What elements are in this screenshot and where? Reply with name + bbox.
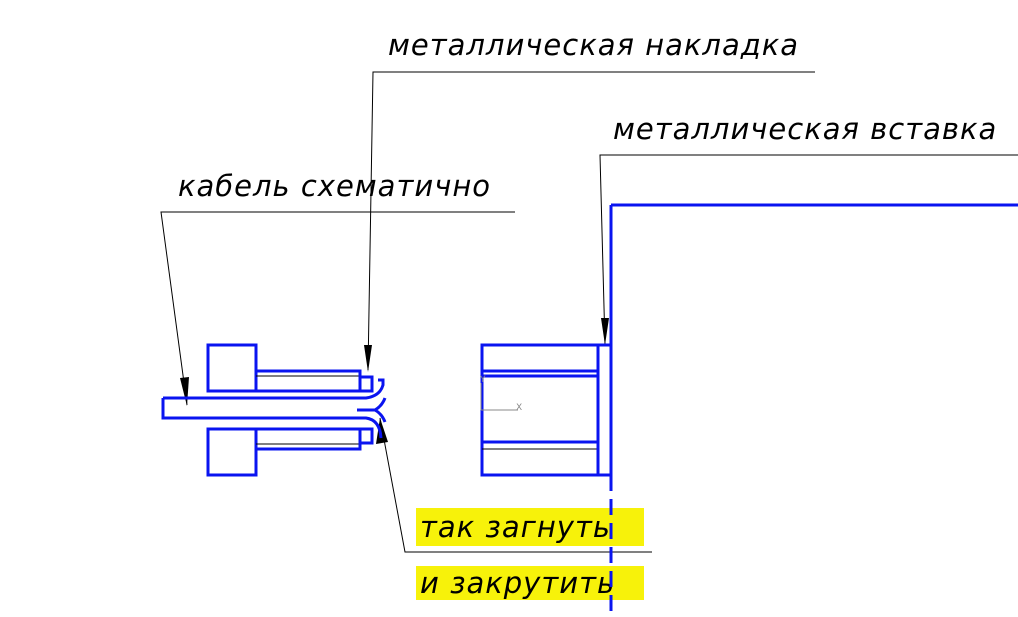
metal-overlay-top: [358, 375, 374, 393]
leader-cable: [160, 211, 515, 406]
nut-top: [206, 343, 258, 393]
cable-gland-assembly: [161, 343, 387, 477]
insert-top: [480, 343, 600, 373]
label-cable: кабель схематично: [178, 169, 491, 203]
highlight-bend: [416, 508, 644, 546]
label-twist: и закрутить: [420, 566, 615, 600]
cable-core-wedge: [357, 397, 387, 423]
sleeve-top: [254, 369, 362, 393]
svg-text:Y: Y: [479, 375, 486, 385]
label-metal-insert: металлическая вставка: [613, 112, 997, 146]
cable-top: [163, 378, 385, 400]
cable-bottom: [161, 398, 383, 439]
leader-insert: [599, 154, 1018, 346]
leader-bend: [376, 417, 652, 553]
metal-insert-plate: [596, 343, 613, 477]
insert-assembly: X Y: [479, 203, 1018, 617]
nut-bottom: [206, 427, 258, 477]
svg-text:X: X: [516, 403, 522, 413]
label-metal-overlay: металлическая накладка: [388, 28, 799, 62]
label-bend: так загнуть: [420, 510, 611, 544]
wall-outline: [609, 203, 1018, 475]
sleeve-bottom: [254, 427, 362, 451]
leader-overlay: [364, 71, 815, 372]
insert-bottom: [480, 440, 600, 477]
metal-overlay-bottom: [358, 427, 374, 445]
highlight-twist: [416, 566, 644, 600]
axis-marker: X Y: [479, 375, 522, 413]
